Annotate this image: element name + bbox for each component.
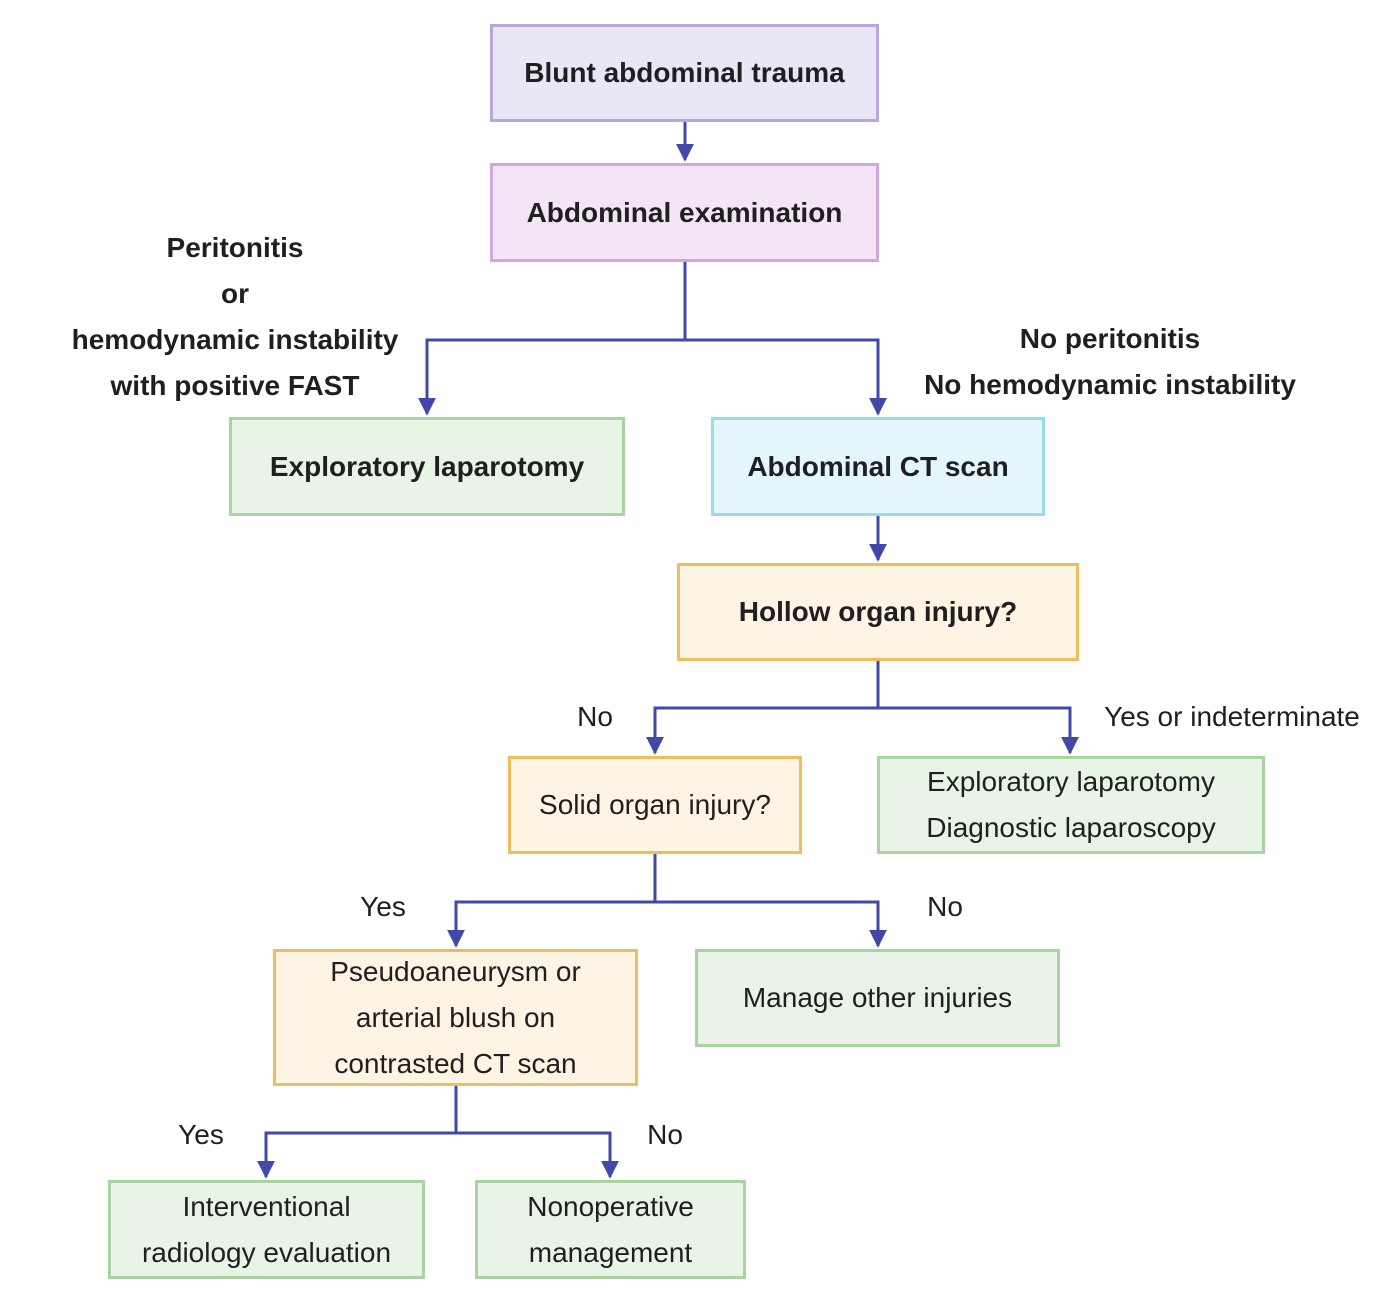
node-line: contrasted CT scan xyxy=(334,1047,577,1079)
node-manage-other-injuries: Manage other injuries xyxy=(695,949,1060,1047)
node-solid-organ-injury: Solid organ injury? xyxy=(508,756,802,854)
label-solid-yes: Yes xyxy=(360,891,406,922)
label-pseudo-yes: Yes xyxy=(178,1119,224,1150)
node-label: Abdominal CT scan xyxy=(747,450,1009,482)
edge-exam-to-laparotomy xyxy=(418,262,687,416)
node-line: Pseudoaneurysm or xyxy=(330,955,581,987)
edge-hollow-to-solid xyxy=(646,661,880,755)
label-line: No peritonitis xyxy=(1019,323,1201,354)
node-label: Abdominal examination xyxy=(526,196,843,228)
edge-pseudo-to-nonop xyxy=(456,1131,619,1179)
node-abdominal-examination: Abdominal examination xyxy=(490,163,879,262)
label-solid-no: No xyxy=(927,891,963,922)
label-line: No hemodynamic instability xyxy=(924,369,1296,400)
label-line: or xyxy=(221,278,249,309)
label-line: hemodynamic instability xyxy=(71,324,399,355)
edge-solid-to-pseudo xyxy=(447,854,657,948)
node-label: Exploratory laparotomy xyxy=(269,450,585,482)
node-line: radiology evaluation xyxy=(141,1236,392,1268)
node-label: Manage other injuries xyxy=(742,982,1013,1013)
node-line: Interventional xyxy=(182,1190,351,1222)
node-label: Solid organ injury? xyxy=(539,789,771,820)
node-laparotomy-laparoscopy: Exploratory laparotomy Diagnostic laparo… xyxy=(877,756,1265,854)
label-hollow-no: No xyxy=(577,701,613,732)
node-hollow-organ-injury: Hollow organ injury? xyxy=(677,563,1079,661)
node-line: management xyxy=(528,1236,693,1268)
edge-solid-to-manage xyxy=(655,900,887,948)
edge-exam-to-ct xyxy=(685,338,887,416)
label-line: with positive FAST xyxy=(110,370,360,401)
node-pseudoaneurysm: Pseudoaneurysm or arterial blush on cont… xyxy=(273,949,638,1086)
label-peritonitis: Peritonitis or hemodynamic instability w… xyxy=(30,225,440,409)
edge-pseudo-to-ir xyxy=(257,1086,458,1179)
edge-hollow-to-laparotomy2 xyxy=(878,706,1079,755)
node-abdominal-ct-scan: Abdominal CT scan xyxy=(711,417,1045,516)
node-line: Exploratory laparotomy xyxy=(927,766,1215,797)
node-blunt-abdominal-trauma: Blunt abdominal trauma xyxy=(490,24,879,122)
label-hollow-yes: Yes or indeterminate xyxy=(1104,701,1360,732)
node-line: Diagnostic laparoscopy xyxy=(926,812,1216,843)
node-interventional-radiology: Interventional radiology evaluation xyxy=(108,1180,425,1279)
node-line: arterial blush on xyxy=(355,1001,556,1033)
node-label: Blunt abdominal trauma xyxy=(524,57,845,88)
node-line: Nonoperative xyxy=(527,1190,694,1222)
label-line: Peritonitis xyxy=(166,232,304,263)
node-label: Hollow organ injury? xyxy=(738,596,1018,627)
node-nonoperative-management: Nonoperative management xyxy=(475,1180,746,1279)
node-exploratory-laparotomy: Exploratory laparotomy xyxy=(229,417,625,516)
label-pseudo-no: No xyxy=(647,1119,683,1150)
label-no-peritonitis: No peritonitis No hemodynamic instabilit… xyxy=(895,316,1325,408)
